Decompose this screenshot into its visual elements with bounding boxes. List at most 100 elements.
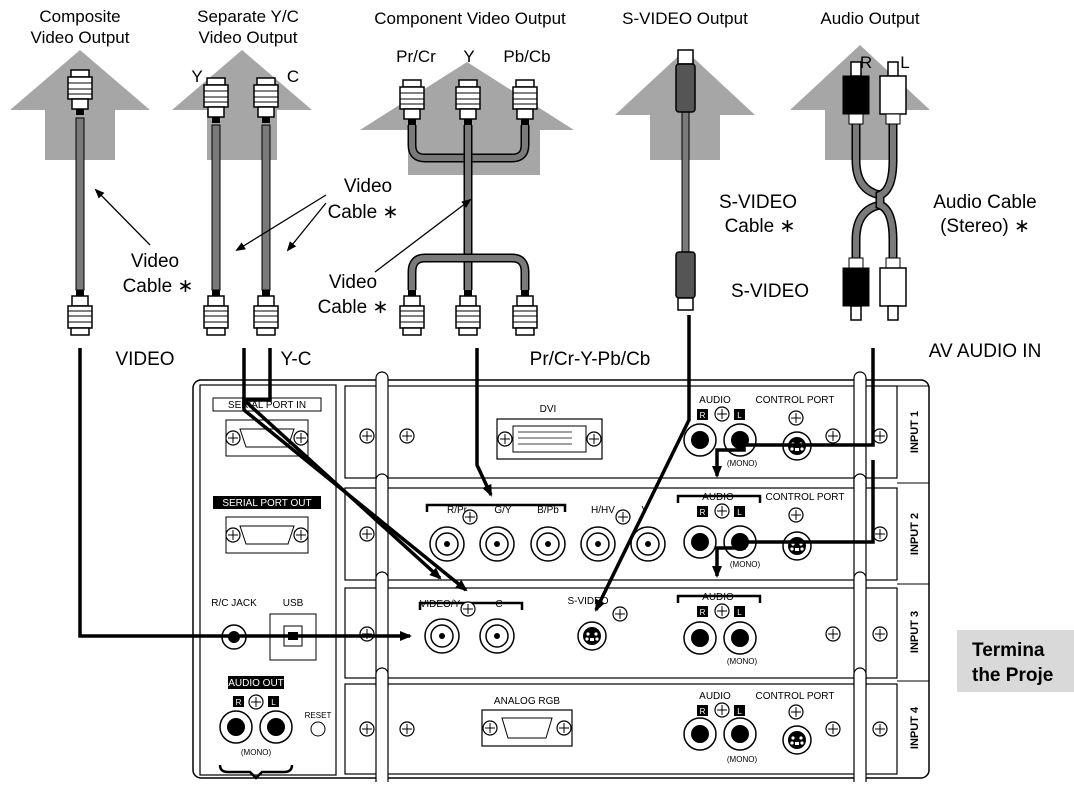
audio-out-mono: (MONO) xyxy=(241,748,272,757)
input3-l: L xyxy=(737,608,742,617)
input1-label: INPUT 1 xyxy=(909,411,921,453)
audio-cable-line1: Audio Cable xyxy=(933,192,1037,213)
serial-port-out-label: SERIAL PORT OUT xyxy=(222,498,311,509)
audio-bottom-plugs xyxy=(842,257,907,321)
video-cable-comp-line1: Video xyxy=(329,272,377,293)
control-port2-label: CONTROL PORT xyxy=(766,492,845,503)
connection-lines xyxy=(78,315,875,641)
separate-c-label: C xyxy=(287,67,299,86)
audio-out-label: AUDIO OUT xyxy=(228,678,284,689)
input3-mono: (MONO) xyxy=(727,657,758,666)
svideo-cable-line1: S-VIDEO xyxy=(719,192,797,213)
input2-r: R xyxy=(700,508,706,517)
video-cable-mid-line1: Video xyxy=(344,176,392,197)
rpr-label: R/Pr xyxy=(447,505,468,516)
composite-cable xyxy=(75,117,85,291)
input2-l: L xyxy=(737,508,742,517)
input3-label: INPUT 3 xyxy=(909,611,921,653)
svideo-cable-line2: Cable ∗ xyxy=(725,216,796,237)
input4-slot: ANALOG RGB AUDIO CONTROL PORT R L (MONO)… xyxy=(359,667,921,787)
audio-output-label: Audio Output xyxy=(820,9,920,28)
input4-r: R xyxy=(700,707,706,716)
dvi-label: DVI xyxy=(540,404,557,415)
component-label: Component Video Output xyxy=(374,9,566,28)
audio-out-r: R xyxy=(236,698,242,707)
analog-rgb-label: ANALOG RGB xyxy=(494,696,560,707)
video-cable-mid-line2: Cable ∗ xyxy=(328,202,399,223)
separate-label-line1: Separate Y/C xyxy=(197,7,299,26)
video-cable-left-line1: Video xyxy=(131,251,179,272)
svideo-top-plug xyxy=(675,49,696,113)
terminal-label-line2: the Proje xyxy=(972,665,1053,686)
input1-r: R xyxy=(700,411,706,420)
av-audio-in-label: AV AUDIO IN xyxy=(929,341,1042,362)
pb-cb-label: Pb/Cb xyxy=(503,47,550,66)
svideo3-label: S-VIDEO xyxy=(567,596,608,607)
composite-label-line1: Composite xyxy=(39,7,120,26)
separate-y-label: Y xyxy=(191,67,202,86)
input4-mono: (MONO) xyxy=(727,755,758,764)
input1-slot: DVI AUDIO CONTROL PORT R L (MONO) INPUT … xyxy=(359,371,921,493)
control-port4-label: CONTROL PORT xyxy=(756,691,835,702)
component-top-plugs xyxy=(399,79,538,126)
videoy-label: VIDEO/Y xyxy=(420,599,461,610)
audio-top-plugs xyxy=(842,61,907,125)
audio3-label: AUDIO xyxy=(702,592,734,603)
svideo-plug-label: S-VIDEO xyxy=(731,281,809,302)
reset-label: RESET xyxy=(305,711,332,720)
audio2-label: AUDIO xyxy=(702,492,734,503)
input3-slot: VIDEO/Y C S-VIDEO AUDIO R L (MONO) INPUT… xyxy=(359,571,921,693)
audio-l-label: L xyxy=(900,53,909,72)
pr-cr-label: Pr/Cr xyxy=(396,47,436,66)
input2-slot: R/Pr G/Y B/Pb H/HV V AUDIO CONTROL PORT … xyxy=(359,473,921,595)
audio-out-l: L xyxy=(271,698,276,707)
component-bottom-plugs xyxy=(399,289,538,336)
video-cable-left-line2: Cable ∗ xyxy=(123,276,194,297)
composite-top-plug xyxy=(67,69,93,116)
serial-port-in: SERIAL PORT IN xyxy=(212,397,322,457)
input2-mono: (MONO) xyxy=(730,560,761,569)
y-top-plug xyxy=(203,77,229,124)
input1-l: L xyxy=(737,411,742,420)
svideo-bottom-plug xyxy=(675,251,696,311)
audio-out: AUDIO OUT R L RESET (MONO) xyxy=(218,676,332,780)
serial-port-in-label: SERIAL PORT IN xyxy=(228,400,306,411)
gy-label: G/Y xyxy=(494,505,512,516)
audio-r-label: R xyxy=(860,53,872,72)
audio1-label: AUDIO xyxy=(699,395,731,406)
component-plug-label: Pr/Cr-Y-Pb/Cb xyxy=(530,349,651,370)
composite-bottom-plug xyxy=(67,289,93,336)
terminal-label-line1: Termina xyxy=(972,640,1045,661)
audio4-label: AUDIO xyxy=(699,691,731,702)
svideo-output-label: S-VIDEO Output xyxy=(622,9,748,28)
input1-mono: (MONO) xyxy=(727,459,758,468)
c-label: C xyxy=(495,599,502,610)
input2-label: INPUT 2 xyxy=(909,513,921,555)
cable-pointer-arrows xyxy=(94,188,472,273)
input4-l: L xyxy=(737,707,742,716)
c-top-plug xyxy=(253,77,279,124)
control-port1-label: CONTROL PORT xyxy=(756,395,835,406)
separate-label-line2: Video Output xyxy=(199,28,298,47)
input4-label: INPUT 4 xyxy=(909,706,921,749)
video-cable-comp-line2: Cable ∗ xyxy=(318,297,389,318)
hhv-label: H/HV xyxy=(591,505,615,516)
bpb-label: B/Pb xyxy=(537,505,559,516)
composite-label-line2: Video Output xyxy=(31,28,130,47)
input3-r: R xyxy=(700,608,706,617)
video-label: VIDEO xyxy=(115,349,174,370)
rc-jack-label: R/C JACK xyxy=(211,598,257,609)
terminal-callout: Termina the Proje xyxy=(957,630,1074,692)
audio-cable-line2: (Stereo) ∗ xyxy=(940,216,1030,237)
y-bottom-plug xyxy=(203,289,229,336)
separate-yc-source-shape xyxy=(172,50,312,160)
y-component-label: Y xyxy=(463,47,474,66)
c-bottom-plug xyxy=(253,289,279,336)
audio-cable xyxy=(851,120,898,260)
usb-label: USB xyxy=(283,598,304,609)
yc-label: Y-C xyxy=(281,349,312,370)
svideo-cable xyxy=(681,109,690,261)
serial-port-out: SERIAL PORT OUT xyxy=(213,496,321,554)
